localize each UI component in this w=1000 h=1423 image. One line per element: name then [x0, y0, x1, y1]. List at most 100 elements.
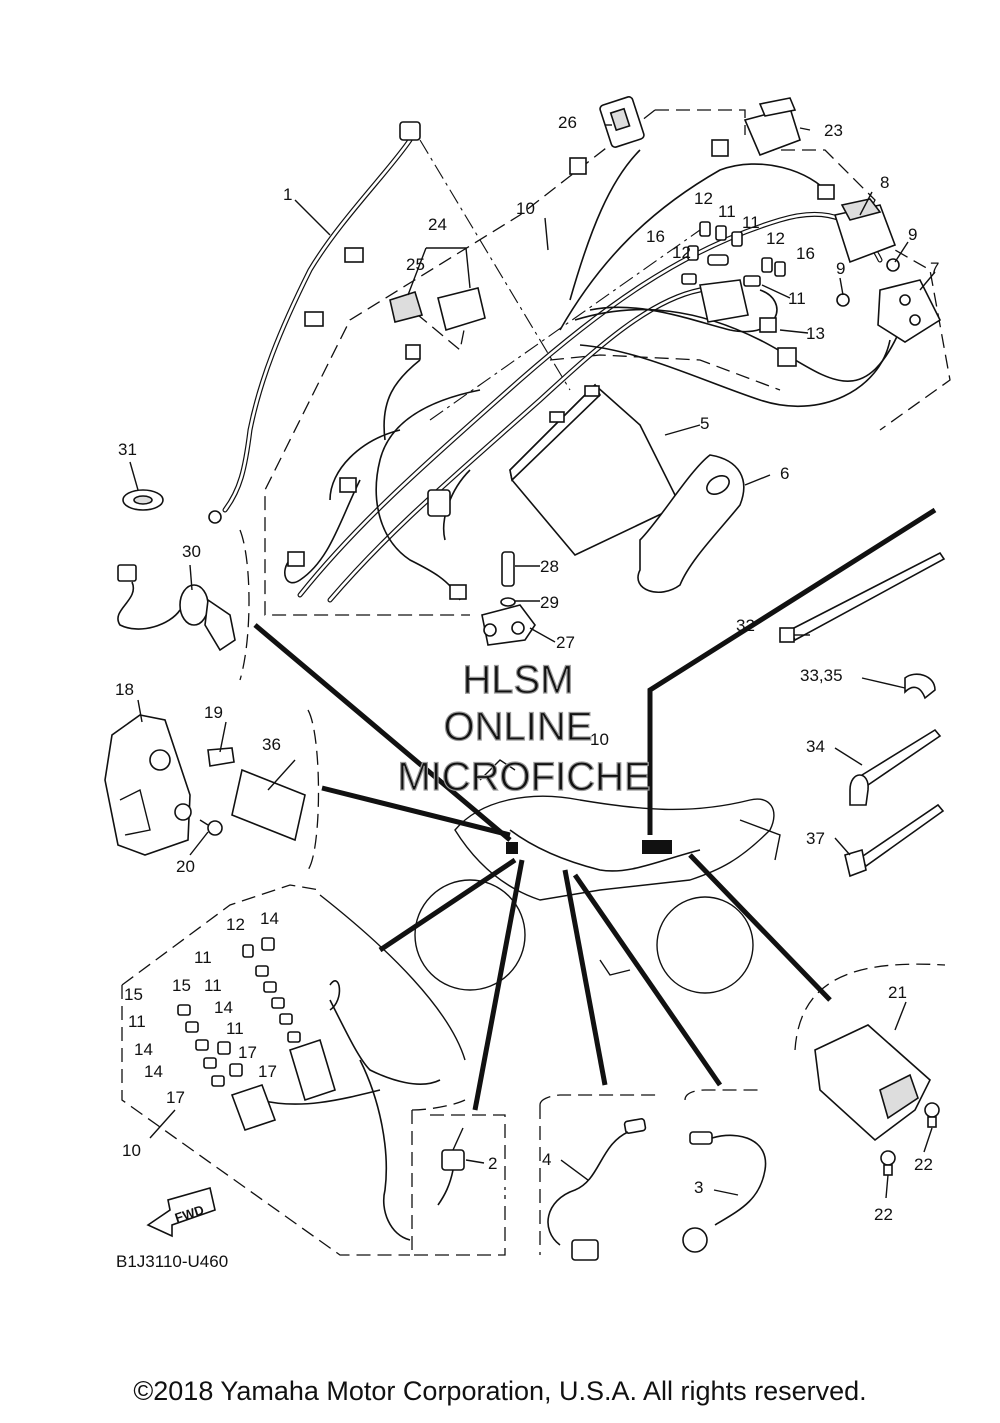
copyright-notice: ©2018 Yamaha Motor Corporation, U.S.A. A… [133, 1376, 867, 1406]
callout-labels: 1 10 24 25 26 23 8 12 11 11 9 12 16 16 1… [115, 113, 939, 1271]
sensor-4-outline [539, 1094, 660, 1106]
cable-tie-37 [844, 803, 945, 878]
callout-10-bottom: 10 [122, 1141, 141, 1160]
callout-11-d: 11 [194, 948, 212, 967]
battery-5 [509, 383, 682, 556]
callout-17-a: 17 [238, 1043, 257, 1062]
callout-9-b: 9 [836, 259, 845, 278]
callout-11-a: 11 [718, 202, 736, 221]
connector-23 [743, 97, 801, 157]
callout-10-top: 10 [516, 199, 535, 218]
socket-30-outline [239, 529, 250, 681]
callout-33-35: 33,35 [800, 666, 843, 685]
watermark-line-1: HLSM [462, 658, 573, 702]
sensor-3-outline [684, 1089, 760, 1101]
callout-17-b: 17 [258, 1062, 277, 1081]
callout-12-c: 12 [672, 243, 691, 262]
fwd-arrow-icon: FWD [146, 1186, 216, 1238]
fuse-box [681, 221, 786, 323]
diagram-code: B1J3110-U460 [116, 1252, 228, 1271]
harness-connectors [287, 139, 835, 600]
callout-leaders [253, 507, 937, 1111]
callout-14-a: 14 [260, 909, 279, 928]
cable-tie-32 [779, 551, 946, 643]
callout-7: 7 [930, 259, 939, 278]
callout-37: 37 [806, 829, 825, 848]
callout-3: 3 [694, 1178, 703, 1197]
callout-1: 1 [283, 185, 292, 204]
callout-13: 13 [806, 324, 825, 343]
sensor-4 [547, 1118, 647, 1261]
relay-8 [833, 198, 897, 264]
callout-12-a: 12 [694, 189, 713, 208]
callout-11-e: 11 [204, 976, 222, 995]
callout-4: 4 [542, 1150, 551, 1169]
callout-14-b: 14 [214, 998, 233, 1017]
sensor-3 [682, 1131, 767, 1253]
callout-12-d: 12 [226, 915, 245, 934]
callout-24: 24 [428, 215, 447, 234]
callout-14-d: 14 [144, 1062, 163, 1081]
screw-20 [199, 819, 223, 836]
callout-26: 26 [558, 113, 577, 132]
upper-assembly-outline [264, 109, 951, 616]
sub-harness-wires [177, 937, 441, 1241]
callout-16-b: 16 [796, 244, 815, 263]
ecu-cover-18 [104, 714, 192, 856]
callout-18: 18 [115, 680, 134, 699]
watermark-line-3: MICROFICHE [397, 755, 650, 799]
bolt-9a [886, 258, 900, 272]
callout-16-a: 16 [646, 227, 665, 246]
callout-31: 31 [118, 440, 137, 459]
ecu-36 [231, 768, 306, 842]
callout-11-g: 11 [226, 1019, 244, 1038]
sensor-2 [437, 1127, 465, 1206]
callout-9-a: 9 [908, 225, 917, 244]
callout-15-a: 15 [172, 976, 191, 995]
thin-leaders [129, 124, 936, 1199]
rectifier-outline [794, 963, 946, 1051]
motorcycle-silhouette [414, 759, 781, 994]
callout-27: 27 [556, 633, 575, 652]
socket-30 [117, 564, 236, 652]
callout-23: 23 [824, 121, 843, 140]
cable-tie-34 [849, 728, 942, 806]
callout-21: 21 [888, 983, 907, 1002]
battery-band-6 [637, 454, 745, 594]
callout-29: 29 [540, 593, 559, 612]
watermark-line-2: ONLINE [444, 705, 593, 749]
rectifier-21 [814, 1024, 940, 1176]
sub-harness-outline [121, 884, 506, 1256]
callout-17-c: 17 [166, 1088, 185, 1107]
callout-28: 28 [540, 557, 559, 576]
battery-cable-1 [208, 121, 421, 524]
callout-11-b: 11 [742, 213, 760, 232]
callout-36: 36 [262, 735, 281, 754]
callout-32: 32 [736, 616, 755, 635]
callout-20: 20 [176, 857, 195, 876]
main-wire-harness [284, 149, 901, 603]
callout-12-b: 12 [766, 229, 785, 248]
clamp-33-35 [904, 673, 936, 700]
damper-19 [207, 747, 235, 767]
callout-2: 2 [488, 1154, 497, 1173]
callout-30: 30 [182, 542, 201, 561]
bracket-27 [481, 551, 536, 646]
sensor-2-outline [430, 1114, 506, 1190]
bolt-9b [836, 293, 850, 307]
callout-19: 19 [204, 703, 223, 722]
starter-relay-7 [877, 279, 942, 343]
watermark: HLSM ONLINE MICROFICHE [397, 657, 652, 799]
callout-25: 25 [406, 255, 425, 274]
grommet-31-hole [133, 495, 153, 505]
callout-34: 34 [806, 737, 825, 756]
connector-24-25 [389, 287, 486, 332]
ecu-outline [307, 709, 320, 871]
callout-5: 5 [700, 414, 709, 433]
callout-11-c: 11 [788, 289, 806, 308]
callout-8: 8 [880, 173, 889, 192]
callout-10-mid: 10 [590, 730, 609, 749]
callout-6: 6 [780, 464, 789, 483]
callout-22-b: 22 [874, 1205, 893, 1224]
